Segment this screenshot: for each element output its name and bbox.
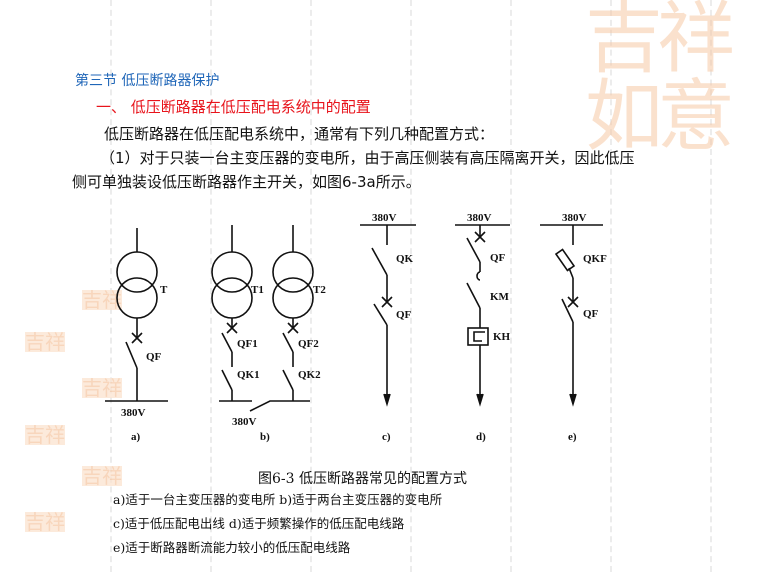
tag-a: a): [131, 431, 141, 443]
svg-text:380V: 380V: [467, 212, 492, 224]
svg-text:KM: KM: [490, 291, 510, 303]
watermark-seal-small: 吉祥: [25, 330, 65, 354]
svg-text:e): e): [568, 431, 577, 443]
transformer-t: [116, 251, 158, 293]
figure-note: a)适于一台主变压器的变电所 b)适于两台主变压器的变电所: [113, 492, 443, 507]
section-title: 第三节 低压断路器保护: [75, 73, 220, 89]
svg-text:QF: QF: [583, 308, 599, 320]
label-bus: 380V: [121, 407, 146, 419]
svg-text:380V: 380V: [562, 212, 587, 224]
svg-text:QF: QF: [396, 309, 412, 321]
svg-text:QKF: QKF: [583, 253, 607, 265]
watermark-seal-small: 吉祥: [82, 288, 122, 312]
svg-text:QF: QF: [490, 252, 506, 264]
breaker-x-mark: [131, 332, 143, 344]
svg-text:QK: QK: [396, 253, 414, 265]
intro-paragraph: 低压断路器在低压配电系统中，通常有下列几种配置方式：: [104, 125, 495, 143]
label-t: T: [160, 284, 168, 296]
watermark-seal-small: 吉祥: [25, 510, 65, 534]
svg-text:d): d): [476, 431, 486, 443]
svg-text:b): b): [260, 431, 270, 443]
svg-text:380V: 380V: [232, 416, 257, 428]
figure-note: c)适于低压配电出线 d)适于频繁操作的低压配电线路: [113, 516, 405, 531]
svg-text:380V: 380V: [372, 212, 397, 224]
switch-qf: [125, 341, 138, 369]
watermark-seal-large: 吉祥如意: [585, 0, 735, 162]
diagram-d: 380V QF KM KH d): [455, 212, 511, 443]
diagram-a: T QF 380V a): [105, 228, 168, 443]
svg-text:QF2: QF2: [298, 338, 319, 350]
figure-note: e)适于断路器断流能力较小的低压配电线路: [113, 540, 351, 555]
svg-text:c): c): [382, 431, 391, 443]
svg-text:T1: T1: [251, 284, 264, 296]
label-qf: QF: [146, 351, 162, 363]
diagram-c: 380V QK QF c): [360, 212, 416, 443]
watermark-seal-small: 吉祥: [82, 464, 122, 488]
subtitle: 一、 低压断路器在低压配电系统中的配置: [96, 98, 371, 116]
diagram-e: 380V QKF QF e): [540, 212, 607, 443]
fuse-switch-qkf: [554, 248, 576, 272]
svg-text:KH: KH: [493, 331, 511, 343]
diagram-b: T1 T2 QF1 QF2 QK1 QK2 380V b): [211, 225, 326, 443]
svg-text:QK1: QK1: [237, 369, 260, 381]
item1-line2: 侧可单独装设低压断路器作主开关，如图6-3a所示。: [72, 173, 421, 191]
svg-text:QK2: QK2: [298, 369, 321, 381]
watermark-seal-small: 吉祥: [25, 423, 65, 447]
thermal-relay-kh: [467, 327, 489, 346]
svg-text:QF1: QF1: [237, 338, 258, 350]
watermark-seal-small: 吉祥: [82, 376, 122, 400]
item1-line1: （1）对于只装一台主变压器的变电所，由于高压侧装有高压隔离开关，因此低压: [100, 149, 635, 167]
svg-text:T2: T2: [313, 284, 326, 296]
figure-caption: 图6-3 低压断路器常见的配置方式: [258, 471, 467, 487]
